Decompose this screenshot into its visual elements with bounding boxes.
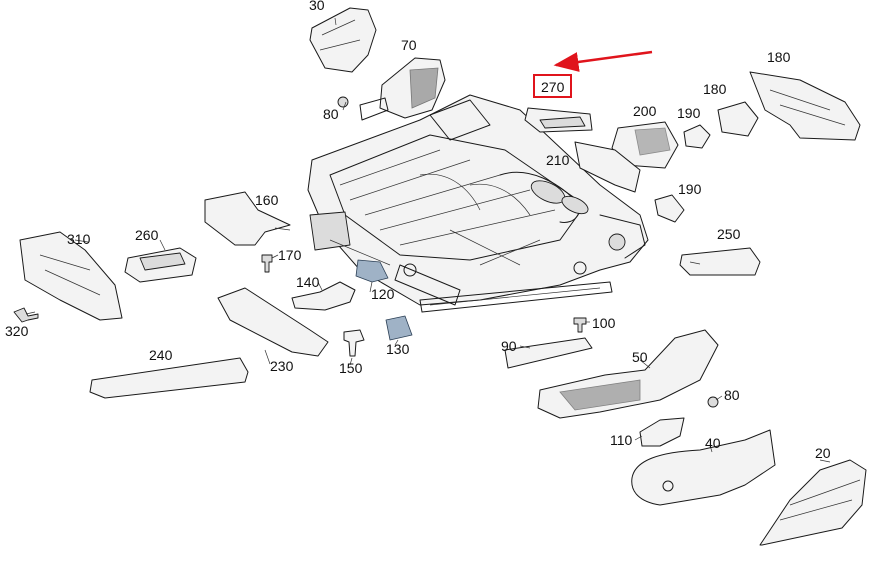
callout-130[interactable]: 130 bbox=[386, 341, 410, 357]
part-140-drawing bbox=[291, 281, 356, 311]
part-80a-drawing bbox=[337, 96, 349, 108]
callout-170[interactable]: 170 bbox=[278, 247, 302, 263]
callout-210[interactable]: 210 bbox=[546, 152, 570, 168]
part-120-drawing bbox=[355, 259, 389, 283]
callout-190[interactable]: 190 bbox=[677, 105, 701, 121]
callout-70[interactable]: 70 bbox=[401, 37, 417, 53]
callout-100[interactable]: 100 bbox=[592, 315, 616, 331]
part-100-drawing bbox=[573, 317, 587, 333]
callout-240[interactable]: 240 bbox=[149, 347, 173, 363]
callout-310[interactable]: 310 bbox=[67, 231, 91, 247]
callout-110[interactable]: 110 bbox=[610, 432, 633, 448]
callout-50[interactable]: 50 bbox=[632, 349, 648, 365]
seat-frame-drawing bbox=[307, 94, 649, 313]
part-40-drawing bbox=[631, 429, 776, 506]
part-180b-drawing bbox=[749, 71, 861, 141]
part-90-drawing bbox=[504, 337, 593, 369]
callout-190[interactable]: 190 bbox=[678, 181, 702, 197]
callout-200[interactable]: 200 bbox=[633, 103, 657, 119]
part-80b-drawing bbox=[707, 396, 719, 408]
part-130-drawing bbox=[385, 315, 413, 341]
part-190b-drawing bbox=[654, 194, 685, 223]
part-230-drawing bbox=[217, 287, 329, 357]
callout-120[interactable]: 120 bbox=[371, 286, 395, 302]
part-320-drawing bbox=[13, 307, 39, 323]
callout-160[interactable]: 160 bbox=[255, 192, 279, 208]
part-200-drawing bbox=[611, 121, 679, 169]
part-160-drawing bbox=[204, 191, 291, 246]
part-150-drawing bbox=[343, 329, 365, 357]
callout-250[interactable]: 250 bbox=[717, 226, 741, 242]
part-250-drawing bbox=[679, 247, 761, 276]
callout-320[interactable]: 320 bbox=[5, 323, 29, 339]
part-30-drawing bbox=[309, 7, 377, 73]
part-240-drawing bbox=[89, 357, 249, 399]
callout-140[interactable]: 140 bbox=[296, 274, 320, 290]
callout-80[interactable]: 80 bbox=[724, 387, 740, 403]
callout-230[interactable]: 230 bbox=[270, 358, 294, 374]
callout-90[interactable]: 90 bbox=[501, 338, 517, 354]
highlight-arrow bbox=[553, 50, 653, 72]
callout-270[interactable]: 270 bbox=[541, 79, 565, 95]
part-20-drawing bbox=[759, 459, 867, 546]
callout-20[interactable]: 20 bbox=[815, 445, 831, 461]
part-310-drawing bbox=[19, 231, 123, 321]
callout-260[interactable]: 260 bbox=[135, 227, 159, 243]
part-190a-drawing bbox=[683, 124, 711, 149]
highlight-box bbox=[533, 74, 572, 98]
callout-40[interactable]: 40 bbox=[705, 435, 721, 451]
callout-150[interactable]: 150 bbox=[339, 360, 363, 376]
part-110-drawing bbox=[639, 417, 685, 447]
callout-30[interactable]: 30 bbox=[309, 0, 325, 13]
part-170-drawing bbox=[261, 254, 273, 273]
callout-180[interactable]: 180 bbox=[767, 49, 791, 65]
leader-lines bbox=[25, 17, 831, 463]
part-180a-drawing bbox=[717, 101, 759, 137]
callout-80[interactable]: 80 bbox=[323, 106, 339, 122]
part-210-drawing bbox=[574, 141, 641, 193]
callout-180[interactable]: 180 bbox=[703, 81, 727, 97]
